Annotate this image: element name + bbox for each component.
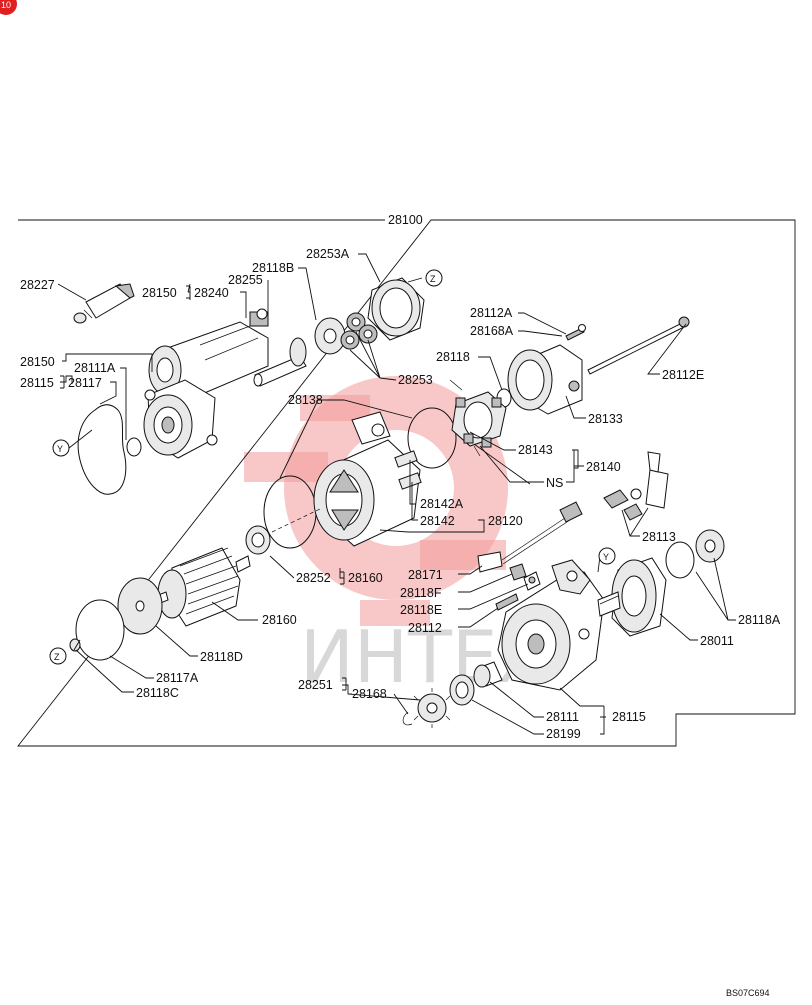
seal-28118c — [69, 638, 81, 652]
brush-holder — [449, 379, 507, 457]
ref-marker-y-left: Y — [52, 439, 70, 457]
idler-gear — [413, 688, 451, 728]
through-bolt — [587, 321, 687, 375]
svg-text:Z: Z — [430, 274, 436, 284]
label-28133: 28133 — [588, 412, 623, 426]
bearing-28252 — [245, 525, 271, 555]
clutch-assembly — [597, 557, 667, 637]
label-28143: 28143 — [518, 443, 553, 457]
label-28240: 28240 — [194, 286, 229, 300]
label-28199: 28199 — [546, 727, 581, 741]
retaining-clip — [402, 711, 413, 726]
planetary-gears — [340, 312, 378, 350]
end-frame-28133 — [507, 344, 583, 415]
plunger — [253, 337, 307, 387]
corner-badge: 10 — [0, 0, 17, 15]
o-ring-28111a — [126, 437, 142, 457]
label-28112a: 28112A — [470, 306, 513, 320]
label-28118c: 28118C — [136, 686, 179, 700]
ref-marker-z-top: Z — [425, 269, 443, 287]
label-28140: 28140 — [586, 460, 621, 474]
part-labels: 28227 28150 28240 28255 28118B 28253A 28… — [20, 247, 781, 741]
switch-housing — [143, 379, 218, 459]
label-28253a: 28253A — [306, 247, 350, 261]
leader-lines — [57, 253, 736, 735]
drawing-code: BS07C694 — [726, 988, 770, 998]
label-28142: 28142 — [420, 514, 455, 528]
label-28118a: 28118A — [738, 613, 781, 627]
magnetic-switch — [148, 308, 269, 401]
label-28118d: 28118D — [200, 650, 243, 664]
label-28115-left: 28115 — [20, 376, 54, 390]
label-28011: 28011 — [700, 634, 734, 648]
label-28118f: 28118F — [400, 586, 442, 600]
label-28160: 28160 — [262, 613, 297, 627]
label-28253: 28253 — [398, 373, 433, 387]
svg-text:Y: Y — [57, 444, 63, 454]
label-28111a: 28111A — [74, 361, 116, 375]
label-28171: 28171 — [408, 568, 443, 582]
yoke-field-frame — [313, 411, 421, 547]
label-28150-left: 28150 — [20, 355, 55, 369]
label-28115-right: 28115 — [612, 710, 646, 724]
label-28227: 28227 — [20, 278, 55, 292]
label-28112e: 28112E — [662, 368, 704, 382]
assembly-frame — [17, 219, 796, 747]
switch-gasket — [77, 404, 127, 495]
label-28118: 28118 — [436, 350, 470, 364]
terminal-28118f — [509, 563, 527, 581]
label-28118e: 28118E — [400, 603, 442, 617]
lead-wire — [477, 501, 583, 573]
label-28150-top: 28150 — [142, 286, 177, 300]
label-28251: 28251 — [298, 678, 333, 692]
label-ns: NS — [546, 476, 563, 490]
bushing-28111 — [473, 661, 503, 688]
assembly-label: 28100 — [388, 213, 423, 227]
label-28142a: 28142A — [420, 497, 464, 511]
armature — [145, 547, 251, 627]
label-28160-mid: 28160 — [348, 571, 383, 585]
label-28120: 28120 — [488, 514, 523, 528]
label-28168: 28168 — [352, 687, 387, 701]
label-28117a: 28117A — [156, 671, 199, 685]
label-28111: 28111 — [546, 710, 579, 724]
label-28255: 28255 — [228, 273, 263, 287]
label-28138: 28138 — [288, 393, 323, 407]
svg-text:Y: Y — [603, 552, 609, 562]
ref-marker-y-right: Y — [598, 547, 616, 565]
label-28113: 28113 — [642, 530, 676, 544]
label-28112: 28112 — [408, 621, 442, 635]
label-28117: 28117 — [68, 376, 102, 390]
ring-28138-back — [407, 407, 457, 469]
ref-marker-z-bottom: Z — [49, 647, 67, 665]
label-28118b: 28118B — [252, 261, 294, 275]
grease-tube — [73, 283, 135, 324]
label-28252: 28252 — [296, 571, 331, 585]
label-28168a: 28168A — [470, 324, 514, 338]
bearing-28253a — [367, 277, 425, 341]
drive-lever — [603, 451, 669, 521]
ring-28118a-a — [665, 541, 695, 579]
o-ring-28117a — [75, 599, 125, 661]
svg-text:Z: Z — [54, 652, 60, 662]
drive-housing — [497, 559, 605, 691]
corner-badge-text: 10 — [1, 0, 11, 10]
